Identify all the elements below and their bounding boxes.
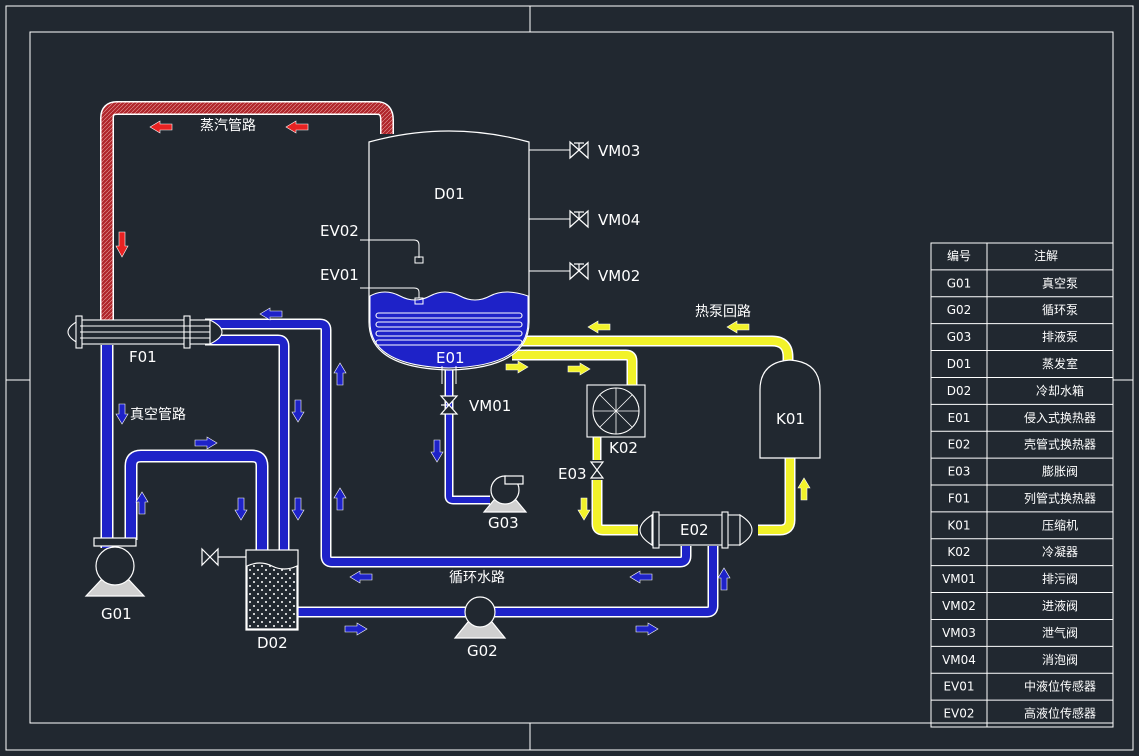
g03-label: G03 xyxy=(488,514,519,532)
ev02-label: EV02 xyxy=(320,222,359,240)
d01-label: D01 xyxy=(434,185,465,203)
diagram-labels: 蒸汽管路 真空管路 循环水路 热泵回路 D01 EV02 EV01 E01 VM… xyxy=(101,118,805,660)
water-pipes xyxy=(100,318,719,618)
evaporator-d01 xyxy=(360,130,570,384)
water-arrows xyxy=(115,307,731,636)
legend-row-lines xyxy=(931,269,1113,701)
legend-id-cell: K01 xyxy=(947,518,970,532)
legend-note-cell: 真空泵 xyxy=(1042,276,1078,290)
d02-label: D02 xyxy=(257,634,288,652)
d02-valve-icon xyxy=(201,547,248,567)
legend-id-cell: F01 xyxy=(948,491,970,505)
legend-note-cell: 高液位传感器 xyxy=(1024,706,1096,721)
vm04-valve-icon xyxy=(569,209,589,229)
refrigerant-pipes xyxy=(512,335,796,536)
steam-arrows xyxy=(115,120,309,258)
vm02-label: VM02 xyxy=(598,267,640,285)
vm03-label: VM03 xyxy=(598,142,640,160)
legend-note-cell: 壳管式换热器 xyxy=(1024,437,1096,452)
circulation-pump-g02 xyxy=(453,596,507,639)
steam-pipe xyxy=(100,101,394,322)
e01-label: E01 xyxy=(436,349,465,367)
legend-note-cell: 蒸发室 xyxy=(1042,356,1078,371)
legend-id-cell: EV02 xyxy=(943,707,974,721)
legend-id-cell: D02 xyxy=(947,384,972,398)
vm01-label: VM01 xyxy=(469,397,511,415)
legend-header-id: 编号 xyxy=(947,248,971,263)
legend-note-cell: 中液位传感器 xyxy=(1024,679,1096,694)
legend-note-cell: 冷却水箱 xyxy=(1036,383,1084,398)
legend-id-cell: VM01 xyxy=(942,572,976,586)
legend-id-cell: E03 xyxy=(948,465,971,479)
legend-id-cell: G02 xyxy=(947,303,972,317)
e03-label: E03 xyxy=(558,465,587,483)
legend-note-cell: 侵入式换热器 xyxy=(1024,410,1096,425)
f01-label: F01 xyxy=(129,348,157,366)
legend-id-cell: G01 xyxy=(947,276,972,290)
heat-pump-loop-label: 热泵回路 xyxy=(695,304,751,320)
g02-label: G02 xyxy=(467,642,498,660)
k02-label: K02 xyxy=(609,439,638,457)
legend-id-cell: E01 xyxy=(948,411,971,425)
k01-label: K01 xyxy=(776,410,805,428)
expansion-valve-e03 xyxy=(589,461,605,479)
vm03-valve-icon xyxy=(569,140,589,160)
legend-note-cell: 压缩机 xyxy=(1042,517,1078,532)
legend-note-cell: 冷凝器 xyxy=(1042,544,1078,559)
cooling-tank-d02 xyxy=(245,549,299,631)
refrigerant-arrows xyxy=(505,320,811,521)
legend-id-cell: VM04 xyxy=(942,653,976,667)
compressor-k01 xyxy=(759,359,821,459)
vacuum-line-label: 真空管路 xyxy=(130,407,186,423)
legend-rows: G01 真空泵 G02 循环泵 G03 排液泵 D01 蒸发室 D02 冷却水箱 E01 侵入式换热器… xyxy=(942,276,1096,720)
condenser-k02 xyxy=(586,384,646,438)
vm02-valve-icon xyxy=(569,261,589,281)
legend-id-cell: D01 xyxy=(947,357,972,371)
heat-exchanger-f01 xyxy=(67,315,223,349)
legend-note-cell: 进液阀 xyxy=(1042,598,1078,613)
vm01-valve-icon xyxy=(439,395,459,415)
legend-header-note: 注解 xyxy=(1034,248,1058,263)
g01-label: G01 xyxy=(101,605,132,623)
legend-note-cell: 膨胀阀 xyxy=(1042,465,1078,479)
legend-id-cell: EV01 xyxy=(943,680,974,694)
heat-exchanger-e02 xyxy=(639,511,753,549)
steam-line-label: 蒸汽管路 xyxy=(200,118,256,134)
legend-note-cell: 排液泵 xyxy=(1042,329,1078,344)
legend-id-cell: VM02 xyxy=(942,599,976,613)
legend-header: 编号 注解 xyxy=(947,248,1058,263)
legend-note-cell: 列管式换热器 xyxy=(1024,490,1096,505)
legend-note-cell: 循环泵 xyxy=(1042,303,1078,317)
circ-water-label: 循环水路 xyxy=(449,570,505,586)
e02-label: E02 xyxy=(680,521,709,539)
heater-coils xyxy=(375,312,523,346)
legend-id-cell: VM03 xyxy=(942,626,976,640)
legend-id-cell: G03 xyxy=(947,330,972,344)
ev01-label: EV01 xyxy=(320,266,359,284)
legend-note-cell: 泄气阀 xyxy=(1042,625,1078,640)
vm04-label: VM04 xyxy=(598,211,640,229)
legend-note-cell: 排污阀 xyxy=(1042,572,1078,586)
drain-pump-g03 xyxy=(482,475,528,513)
legend-id-cell: E02 xyxy=(948,438,971,452)
legend-id-cell: K02 xyxy=(947,545,970,559)
legend-note-cell: 消泡阀 xyxy=(1042,653,1078,667)
vacuum-pump-g01 xyxy=(84,537,146,597)
